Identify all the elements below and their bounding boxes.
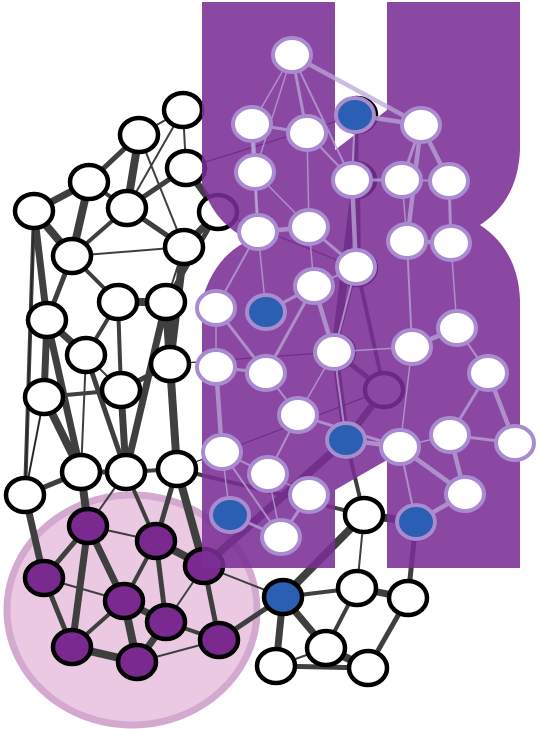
network-node bbox=[25, 300, 69, 340]
network-node bbox=[144, 282, 188, 322]
network-node bbox=[3, 475, 47, 515]
network-node bbox=[161, 90, 205, 130]
band-node bbox=[195, 348, 237, 386]
network-node bbox=[155, 449, 199, 489]
network-edge bbox=[83, 352, 129, 475]
band-node bbox=[379, 428, 421, 466]
band-node bbox=[429, 416, 471, 454]
band-node bbox=[430, 224, 472, 262]
blue-node bbox=[209, 496, 251, 534]
band-node bbox=[400, 106, 442, 144]
band-node bbox=[288, 476, 330, 514]
purple-cluster-node bbox=[22, 558, 66, 598]
network-node bbox=[386, 578, 430, 618]
band-edge bbox=[289, 52, 424, 128]
band-node bbox=[386, 222, 428, 260]
network-node bbox=[105, 188, 149, 228]
network-node bbox=[12, 191, 56, 231]
network-node bbox=[64, 335, 108, 375]
network-node bbox=[67, 162, 111, 202]
network-node bbox=[104, 452, 148, 492]
band-edge bbox=[254, 54, 293, 173]
band-node bbox=[467, 354, 509, 392]
blue-node bbox=[395, 503, 437, 541]
blue-node bbox=[325, 421, 367, 459]
band-node bbox=[231, 105, 273, 143]
band-node bbox=[428, 162, 470, 200]
network-node bbox=[59, 452, 103, 492]
band-node bbox=[245, 354, 287, 392]
blue-node bbox=[334, 96, 376, 134]
band-node bbox=[494, 424, 536, 462]
network-node bbox=[117, 115, 161, 155]
band-node bbox=[293, 267, 335, 305]
band-node bbox=[331, 161, 373, 199]
network-node bbox=[99, 370, 143, 410]
band-node bbox=[201, 433, 243, 471]
network-node bbox=[164, 148, 208, 188]
network-edge bbox=[122, 298, 170, 476]
band-edge bbox=[291, 54, 353, 181]
band-node bbox=[288, 208, 330, 246]
network-edge bbox=[164, 300, 179, 471]
band-node bbox=[444, 475, 486, 513]
band-node bbox=[335, 248, 377, 286]
network-node bbox=[342, 495, 386, 535]
network-edge bbox=[80, 354, 87, 473]
purple-cluster-node bbox=[102, 581, 146, 621]
purple-cluster-node bbox=[50, 627, 94, 667]
band-node bbox=[286, 114, 328, 152]
network-node bbox=[304, 628, 348, 668]
purple-cluster-node bbox=[197, 620, 241, 660]
network-edge bbox=[68, 522, 92, 651]
purple-cluster-node bbox=[134, 521, 178, 561]
band-node bbox=[247, 455, 289, 493]
blue-node bbox=[261, 577, 305, 617]
network-node bbox=[148, 344, 192, 384]
band-node bbox=[313, 333, 355, 371]
purple-cluster-node bbox=[115, 642, 159, 682]
blue-node bbox=[245, 293, 287, 331]
network-node bbox=[96, 282, 140, 322]
network-edge bbox=[138, 134, 185, 248]
network-node bbox=[346, 648, 390, 688]
network-node bbox=[50, 236, 94, 276]
network-node bbox=[335, 568, 379, 608]
band-node bbox=[391, 328, 433, 366]
band-node bbox=[271, 36, 313, 74]
band-node bbox=[436, 309, 478, 347]
band-node bbox=[277, 396, 319, 434]
network-node bbox=[162, 227, 206, 267]
band-node bbox=[234, 153, 276, 191]
network-node bbox=[22, 377, 66, 417]
band-node-layer bbox=[195, 36, 536, 556]
purple-cluster-node bbox=[144, 602, 188, 642]
network-node bbox=[254, 646, 298, 686]
band-node bbox=[381, 161, 423, 199]
band-node bbox=[195, 289, 237, 327]
band-node bbox=[260, 518, 302, 556]
network-edge bbox=[24, 210, 35, 496]
purple-cluster-node bbox=[66, 506, 110, 546]
band-node bbox=[237, 213, 279, 251]
